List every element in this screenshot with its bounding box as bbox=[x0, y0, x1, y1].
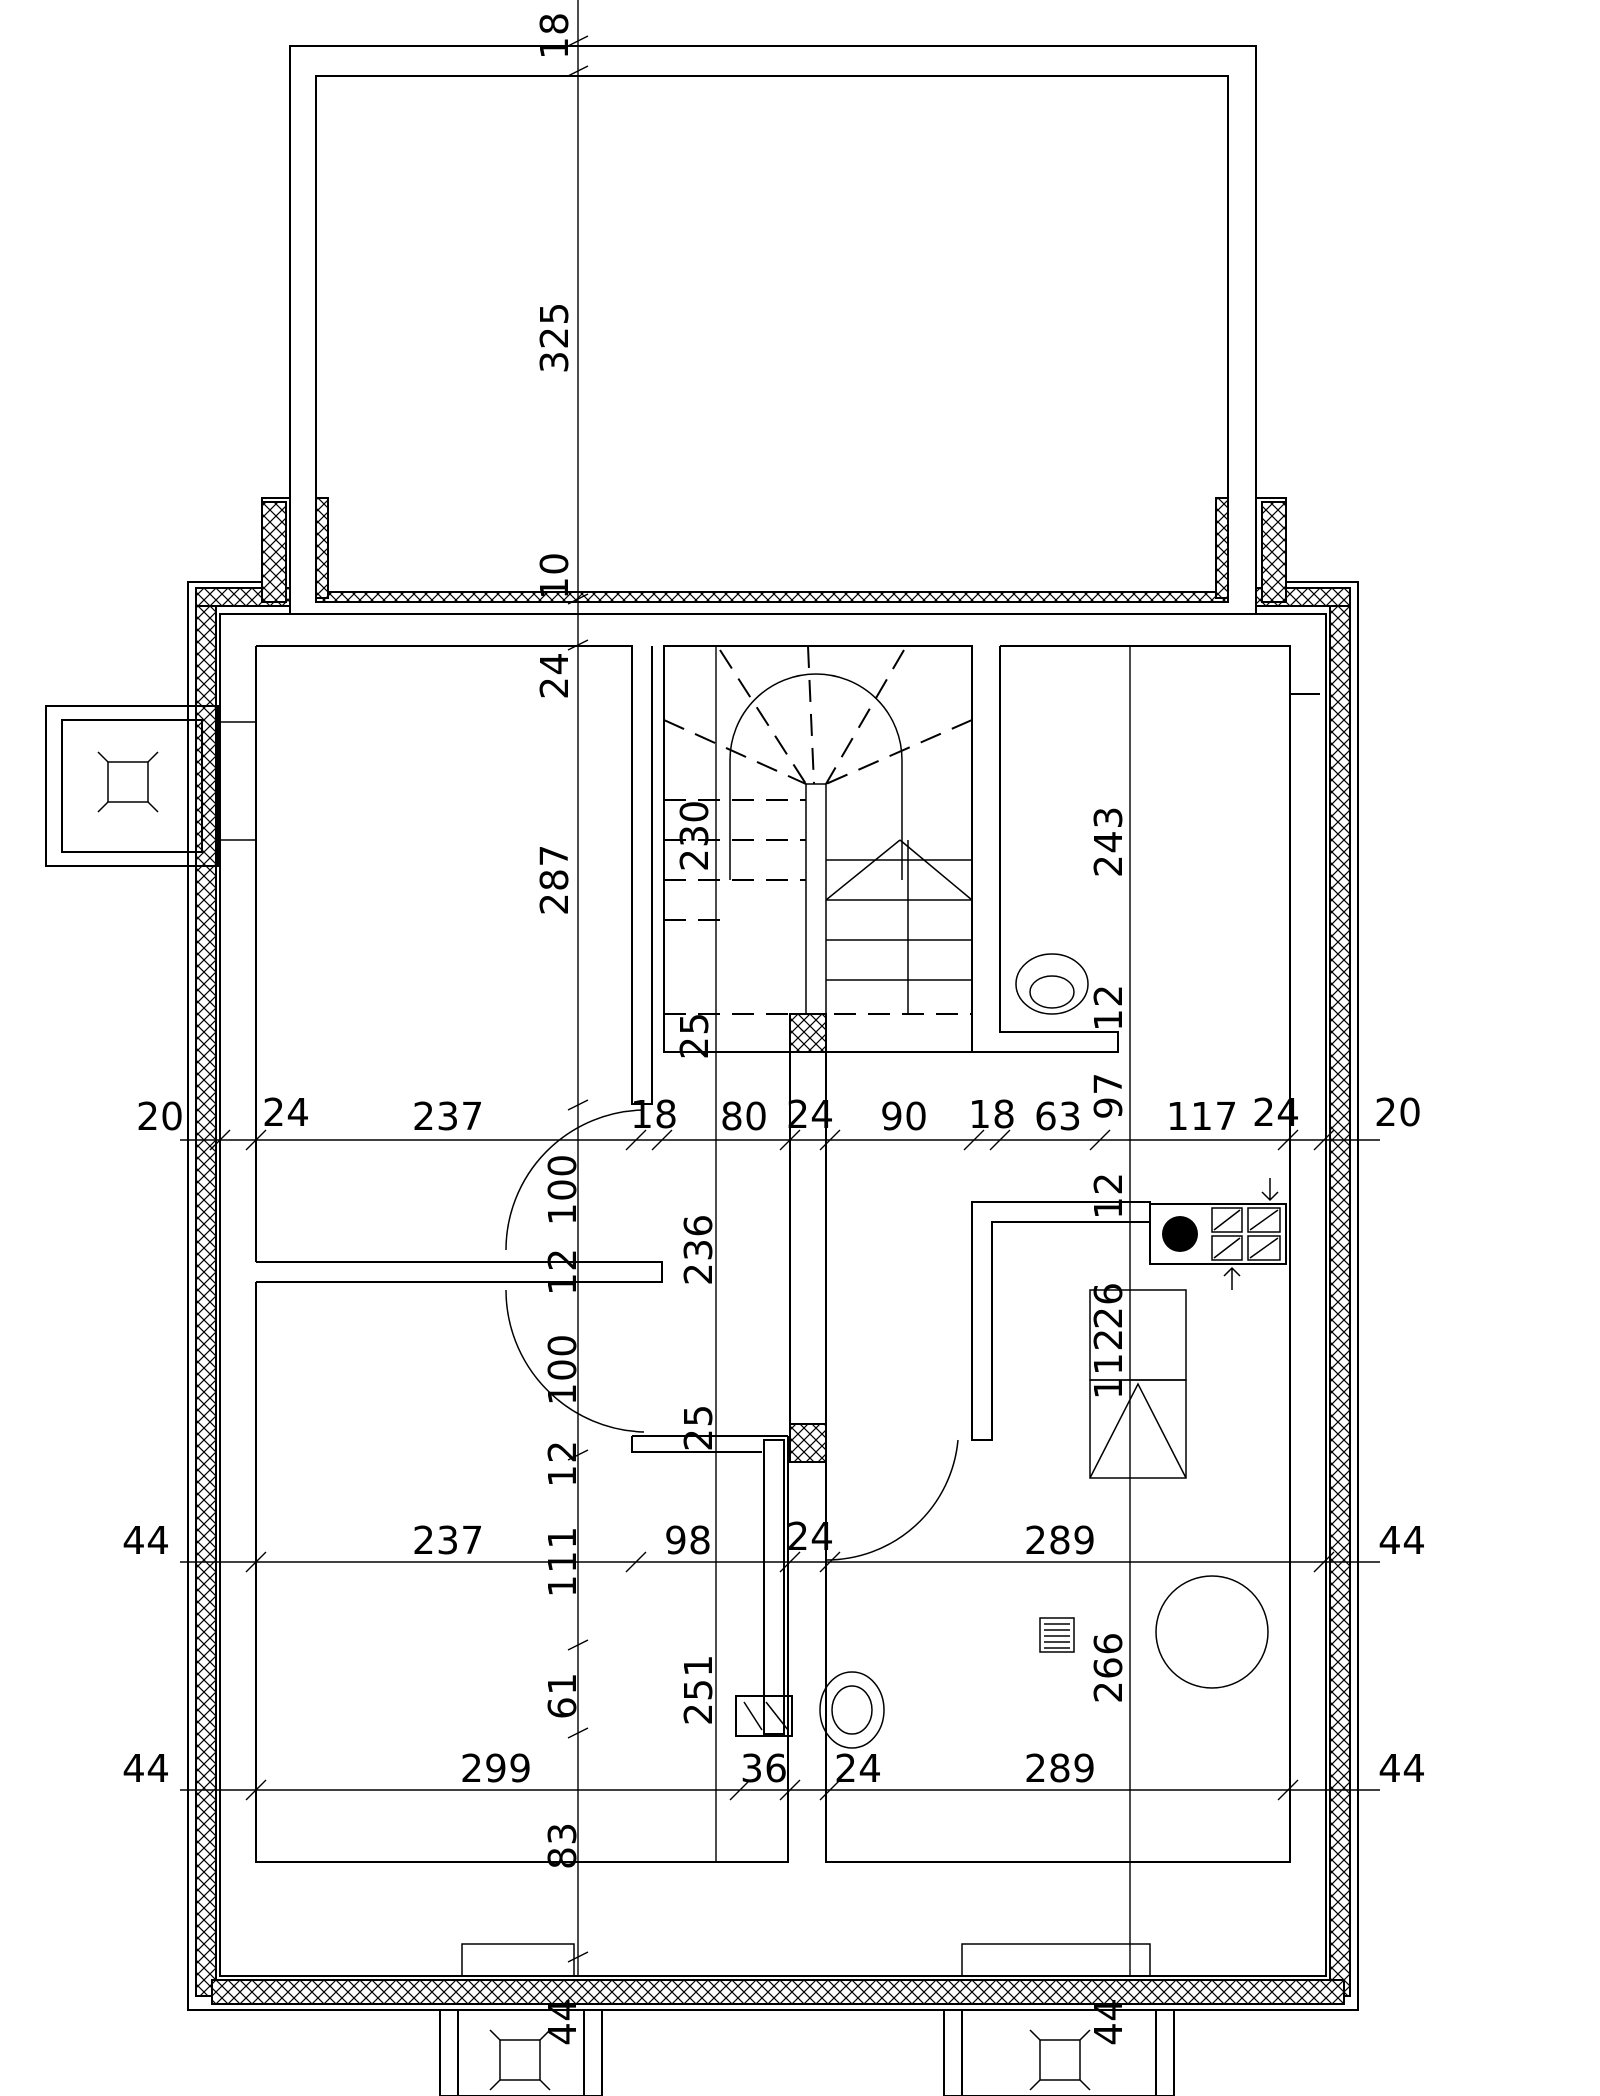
dim-h2-room-left: 237 bbox=[412, 1519, 485, 1563]
window-west bbox=[217, 721, 257, 841]
dim-kitchen-unit-a: 26 bbox=[1087, 1282, 1131, 1330]
wall-insulation-notch-right bbox=[1261, 501, 1287, 603]
terrace-insulation-right bbox=[1215, 497, 1229, 599]
light-well-west bbox=[45, 705, 257, 867]
fixtures bbox=[735, 953, 1287, 1749]
dim-h2-outer-right: 44 bbox=[1378, 1519, 1426, 1563]
dim-core-landing: 25 bbox=[677, 1404, 721, 1452]
dim-terrace-wall: 10 bbox=[533, 552, 577, 600]
dim-door-upper: 100 bbox=[541, 1154, 585, 1227]
window-south-right bbox=[961, 1943, 1151, 1977]
dim-h2-room-right: 289 bbox=[1024, 1519, 1097, 1563]
outer-walls bbox=[187, 497, 1359, 2011]
dim-h1-partition: 18 bbox=[630, 1093, 678, 1137]
core-block-bottom bbox=[789, 1423, 827, 1463]
wall-insulation-bottom bbox=[211, 1979, 1345, 2005]
window-south-left bbox=[461, 1943, 575, 1977]
dim-bottom-right-wall: 44 bbox=[1087, 1998, 1131, 2046]
dim-terrace-depth: 325 bbox=[533, 302, 577, 375]
dim-h3-shaft: 36 bbox=[740, 1747, 788, 1791]
dim-h1-stair: 80 bbox=[720, 1095, 768, 1139]
dim-kitchen-gap: 12 bbox=[1087, 1172, 1131, 1220]
dim-h3-room-right: 289 bbox=[1024, 1747, 1097, 1791]
dim-hall-depth: 236 bbox=[677, 1214, 721, 1287]
light-well-south-right bbox=[943, 1943, 1175, 2096]
dim-right-gap-a: 12 bbox=[1087, 984, 1131, 1032]
dimension-lines bbox=[180, 0, 1380, 1976]
dim-h1-partition2: 18 bbox=[968, 1093, 1016, 1137]
dim-left-room-depth: 287 bbox=[533, 844, 577, 917]
wall-insulation-left bbox=[195, 595, 217, 1997]
core-block-top bbox=[789, 1013, 827, 1053]
shaft-icon bbox=[735, 1439, 793, 1737]
dim-h1-wall-left: 24 bbox=[262, 1091, 310, 1135]
dim-door-gap2: 12 bbox=[541, 1440, 585, 1488]
dim-h1-outer-right: 20 bbox=[1374, 1091, 1422, 1135]
dim-h1-room-left: 237 bbox=[412, 1095, 485, 1139]
dim-h1-hall: 90 bbox=[880, 1095, 928, 1139]
dim-h2-hall: 98 bbox=[664, 1519, 712, 1563]
dim-stair-run: 230 bbox=[673, 800, 717, 873]
dim-h3-core: 24 bbox=[834, 1747, 882, 1791]
dim-right-gap-b: 97 bbox=[1087, 1072, 1131, 1120]
dim-kitchen-unit-b: 112 bbox=[1087, 1328, 1131, 1401]
dim-h1-closet: 63 bbox=[1034, 1095, 1082, 1139]
dim-h1-wall-right: 24 bbox=[1252, 1091, 1300, 1135]
terrace-insulation-bottom bbox=[315, 591, 1229, 603]
dim-bottom-left-gap: 83 bbox=[541, 1822, 585, 1870]
dim-h1-core: 24 bbox=[786, 1093, 834, 1137]
terrace-insulation-left bbox=[315, 497, 329, 599]
boiler-circle-icon bbox=[1155, 1575, 1269, 1689]
dim-h3-outer-right: 44 bbox=[1378, 1747, 1426, 1791]
dim-door-lower: 100 bbox=[541, 1334, 585, 1407]
dim-stair-landing: 25 bbox=[673, 1012, 717, 1060]
wall-insulation-right bbox=[1329, 595, 1351, 1997]
dim-bottom-left-wall: 44 bbox=[541, 1998, 585, 2046]
terrace bbox=[289, 45, 1257, 615]
wall-insulation-notch-left bbox=[261, 501, 287, 603]
dim-h3-outer-left: 44 bbox=[122, 1747, 170, 1791]
dim-north-wall: 24 bbox=[533, 652, 577, 700]
dim-room-right-depth: 266 bbox=[1087, 1632, 1131, 1705]
washbasin-lower-icon bbox=[819, 1671, 885, 1749]
dim-h2-mid: 111 bbox=[541, 1526, 585, 1599]
dim-bath-depth: 251 bbox=[677, 1654, 721, 1727]
dim-h2-outer-left: 44 bbox=[122, 1519, 170, 1563]
dim-door-gap: 12 bbox=[541, 1248, 585, 1296]
light-well-south-left bbox=[439, 1943, 603, 2096]
dimension-labels: 18 325 10 24 287 230 25 243 12 97 20 24 … bbox=[122, 12, 1426, 2046]
stove-icon bbox=[1149, 1178, 1287, 1290]
dim-h1-outer-left: 20 bbox=[136, 1095, 184, 1139]
doors bbox=[505, 1109, 959, 1561]
kitchen-unit-icon bbox=[1089, 1289, 1187, 1479]
dim-h3-room-left: 299 bbox=[460, 1747, 533, 1791]
dim-right-room-depth: 243 bbox=[1087, 806, 1131, 879]
dim-top-margin: 18 bbox=[533, 12, 577, 60]
washbasin-upper-icon bbox=[1015, 953, 1089, 1015]
interior-walls bbox=[255, 645, 1320, 1863]
floor-drain-icon bbox=[1039, 1617, 1075, 1653]
dim-h1-kitchen: 117 bbox=[1166, 1095, 1239, 1139]
dim-bath-gap: 61 bbox=[541, 1672, 585, 1720]
dim-h2-core: 24 bbox=[786, 1515, 834, 1559]
